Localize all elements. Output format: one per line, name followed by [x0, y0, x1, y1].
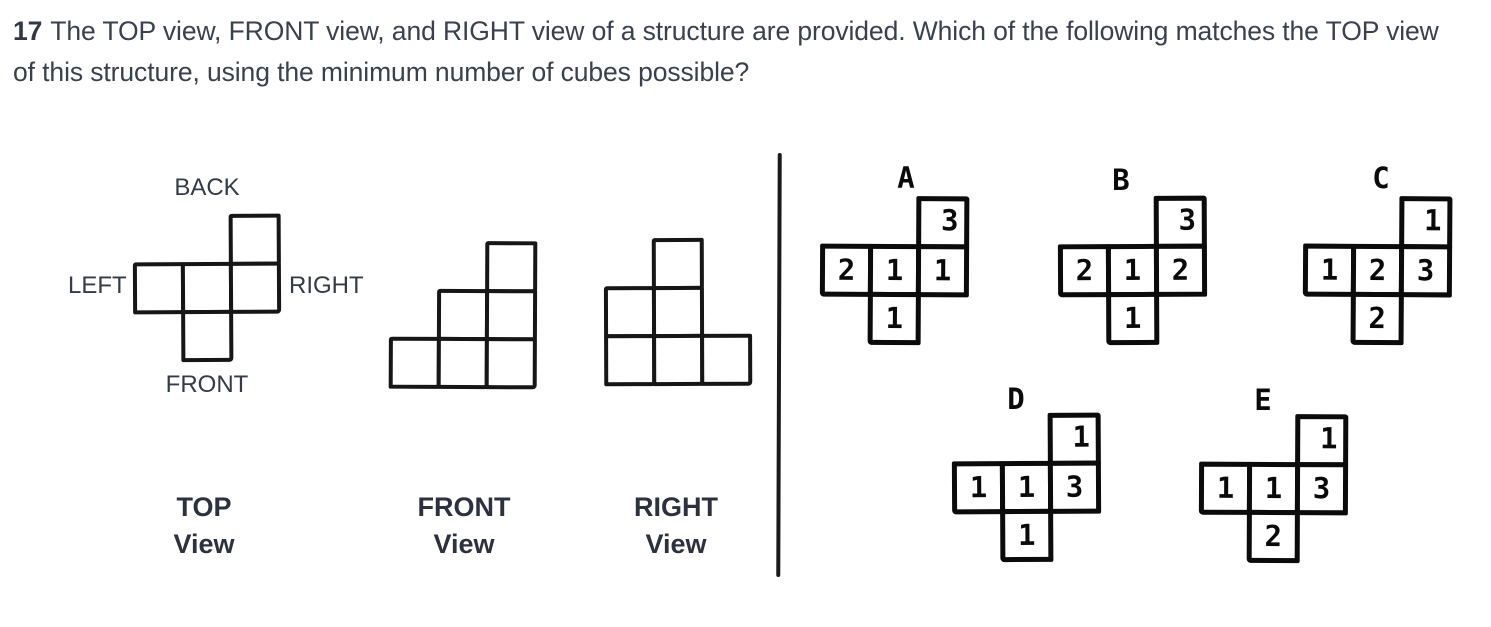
cube-count: 1 [933, 253, 952, 288]
cube-count: 1 [1320, 252, 1339, 287]
caption-sub: View [433, 529, 495, 559]
grid-cell: 2 [1153, 243, 1208, 297]
cube-count: 2 [1075, 253, 1094, 288]
grid-cell: 1 [1198, 461, 1253, 515]
caption-sub: View [173, 529, 235, 559]
back-direction-label: BACK [174, 174, 240, 201]
grid-cell [181, 309, 234, 363]
option-d-label: D [1007, 382, 1025, 416]
front-direction-label: FRONT [165, 371, 249, 398]
grid-cell: 3 [916, 196, 970, 250]
caption-title: FRONT [417, 492, 511, 522]
grid-cell: 1 [1105, 243, 1160, 298]
option-c-label: C [1372, 161, 1390, 195]
option-b-label: B [1112, 163, 1130, 197]
cube-count: 1 [885, 300, 904, 336]
cube-count: 1 [1072, 419, 1091, 454]
question-line-2: of this structure, using the minimum num… [13, 56, 750, 87]
cube-count: 3 [1065, 469, 1084, 504]
grid-cell: 1 [999, 460, 1054, 515]
cube-count: 1 [1017, 517, 1036, 553]
cube-count: 2 [1264, 518, 1283, 554]
cube-count: 1 [1216, 470, 1235, 505]
cube-count: 1 [1264, 470, 1283, 506]
grid-cell [652, 333, 705, 387]
cube-count: 2 [1171, 252, 1190, 287]
grid-cell [436, 288, 490, 342]
front-view-caption: FRONT View [374, 489, 554, 563]
grid-cell: 2 [1057, 244, 1112, 298]
grid-cell: 2 [1350, 291, 1404, 346]
caption-title: RIGHT [634, 492, 718, 522]
grid-cell [484, 337, 537, 390]
right-view-diagram [603, 237, 753, 387]
right-direction-label: RIGHT [289, 272, 364, 299]
grid-cell: 3 [1294, 462, 1349, 516]
left-direction-label: LEFT [68, 272, 127, 299]
cube-count: 1 [1319, 421, 1338, 456]
grid-cell [485, 241, 538, 294]
grid-cell [484, 289, 538, 342]
front-view-diagram [388, 241, 538, 390]
grid-cell: 1 [915, 244, 970, 298]
grid-cell: 1 [1047, 412, 1101, 466]
grid-cell [603, 286, 657, 339]
cube-count: 3 [1178, 202, 1197, 237]
grid-cell [132, 262, 186, 315]
grid-cell: 1 [951, 461, 1006, 515]
grid-cell [604, 334, 657, 387]
cube-count: 1 [1123, 252, 1142, 288]
grid-cell [228, 261, 282, 314]
top-view-diagram [132, 213, 282, 363]
grid-cell [651, 285, 705, 339]
grid-cell: 1 [1106, 291, 1160, 346]
grid-cell: 1 [1246, 461, 1301, 516]
cube-count: 3 [940, 203, 959, 238]
cube-count: 2 [837, 252, 856, 287]
cube-count: 1 [1017, 469, 1036, 505]
grid-cell: 1 [1399, 196, 1453, 250]
cube-count: 3 [1312, 471, 1331, 506]
section-divider [776, 152, 782, 578]
right-view-caption: RIGHT View [586, 489, 766, 563]
caption-sub: View [645, 529, 707, 559]
top-view-caption: TOP View [114, 489, 294, 563]
grid-cell [436, 336, 489, 390]
option-e-label: E [1254, 383, 1272, 417]
grid-cell: 2 [1350, 243, 1405, 298]
question-number: 17 [13, 16, 43, 46]
grid-cell [700, 333, 753, 386]
grid-cell: 1 [867, 291, 921, 346]
caption-title: TOP [176, 492, 232, 522]
cube-count: 2 [1368, 300, 1387, 336]
grid-cell [180, 261, 234, 315]
cube-count: 2 [1368, 252, 1387, 288]
grid-cell: 3 [1398, 244, 1453, 298]
cube-count: 1 [1123, 300, 1142, 336]
grid-cell: 1 [867, 243, 922, 298]
cube-count: 1 [885, 252, 904, 288]
grid-cell: 2 [819, 243, 874, 297]
question-line-1: The TOP view, FRONT view, and RIGHT view… [50, 16, 1439, 46]
grid-cell: 3 [1153, 195, 1207, 249]
cube-count: 3 [1416, 253, 1435, 288]
grid-cell: 1 [1295, 414, 1349, 468]
grid-cell: 3 [1047, 460, 1102, 514]
cube-count: 1 [969, 470, 988, 505]
option-a-label: A [897, 161, 915, 195]
cube-count: 1 [1423, 203, 1442, 238]
grid-cell [228, 213, 281, 266]
grid-cell [388, 336, 441, 389]
grid-cell: 2 [1246, 509, 1300, 564]
grid-cell: 1 [1000, 508, 1054, 563]
grid-cell: 1 [1302, 243, 1357, 297]
grid-cell [651, 237, 704, 291]
